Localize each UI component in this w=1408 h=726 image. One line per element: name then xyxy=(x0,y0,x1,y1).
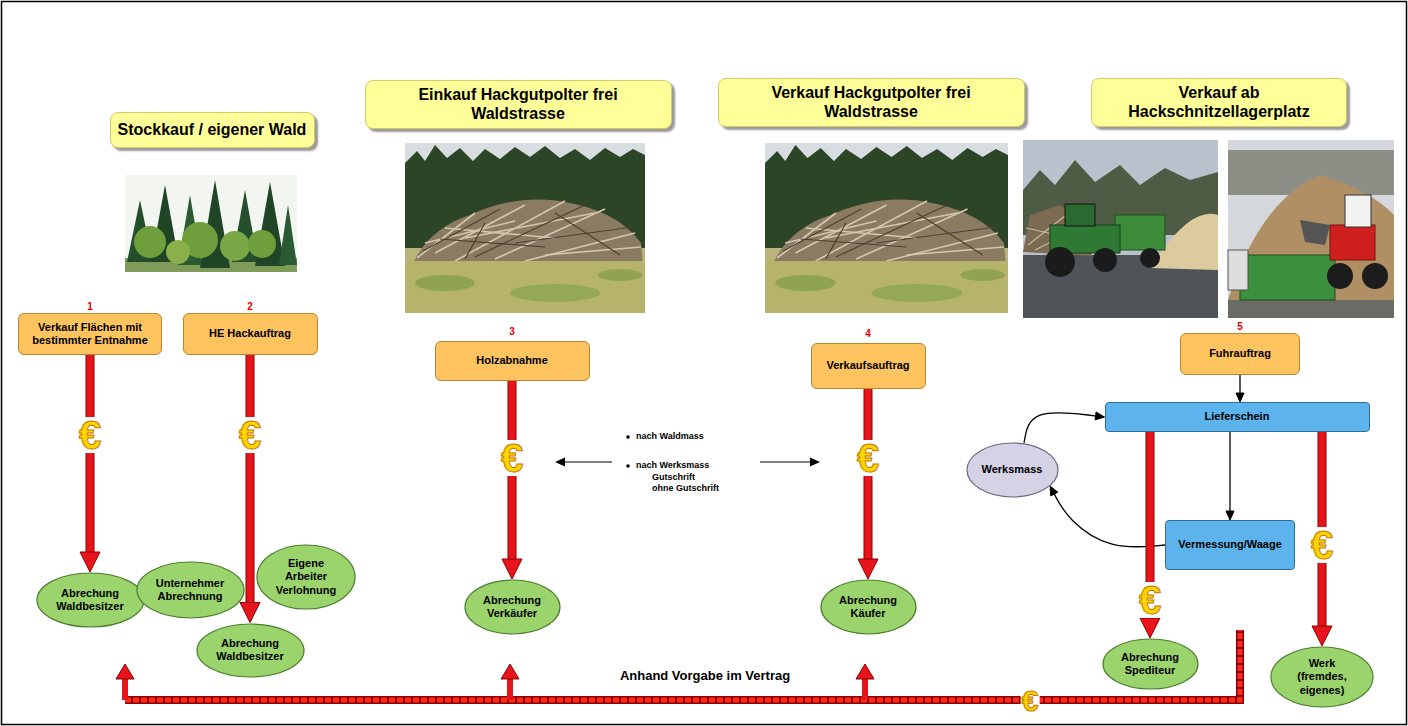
billing-ellipse: Abrechung Käufer xyxy=(820,579,917,635)
node-text: Abrechung Verkäufer xyxy=(480,594,544,620)
note-text: ohne Gutschrift xyxy=(652,484,719,494)
bullet-dot xyxy=(626,435,630,468)
storage-picture xyxy=(1228,140,1394,318)
node-text: Verkauf ab Hackschnitzellagerplatz xyxy=(1099,83,1339,121)
section-header: Einkauf Hackgutpolter frei Waldstrasse xyxy=(365,80,672,129)
node-text: Abrechung Waldbesitzer xyxy=(214,637,286,663)
billing-ellipse: Abrechung Waldbesitzer xyxy=(196,623,305,678)
node-text: Abrechung Spediteur xyxy=(1118,651,1182,677)
arrow-shaft xyxy=(247,355,254,606)
payment-arrow xyxy=(240,355,260,623)
node-text: Eigene Arbeiter Verlohnung xyxy=(273,557,339,597)
euro-symbol: € xyxy=(238,417,262,453)
node-text: Stockkauf / eigener Wald xyxy=(118,120,307,139)
ellipse-shape xyxy=(967,443,1058,497)
ellipse-shape xyxy=(257,545,355,609)
section-header: Verkauf ab Hackschnitzellagerplatz xyxy=(1091,78,1347,127)
billing-ellipse: Werk (fremdes, eigenes) xyxy=(1270,646,1374,708)
arrow-head xyxy=(502,559,522,579)
callout-number: 3 xyxy=(509,326,515,337)
flow-arrow xyxy=(1226,432,1234,520)
arrow-head xyxy=(1312,626,1332,646)
forest-picture xyxy=(125,175,297,272)
ellipse-shape xyxy=(821,580,916,634)
task-box: Holzabnahme xyxy=(435,341,590,381)
node-text: Verkauf Hackgutpolter frei Waldstrasse xyxy=(741,83,1001,121)
node-text: Verkaufsauftrag xyxy=(826,359,909,372)
ellipse-shape xyxy=(1103,639,1198,689)
task-box: Verkauf Flächen mit bestimmter Entnahme xyxy=(18,313,162,355)
node-text: Werk (fremdes, eigenes) xyxy=(1291,657,1353,697)
arrow-head xyxy=(1140,618,1160,638)
section-header: Stockkauf / eigener Wald xyxy=(110,112,315,148)
arrow-head xyxy=(1050,486,1058,496)
ellipse-shape xyxy=(137,562,244,618)
euro-symbol: € xyxy=(500,440,524,476)
euro-symbol: € xyxy=(1138,582,1162,618)
woodpile-picture xyxy=(765,143,1008,313)
note-text: nach Waldmass xyxy=(636,432,704,442)
node-text: Unternehmer Abrechnung xyxy=(154,577,226,603)
process-box: Vermessung/Waage xyxy=(1165,520,1295,570)
callout-number: 4 xyxy=(865,328,871,339)
arrow-outline xyxy=(246,355,255,606)
woodpile-picture xyxy=(405,143,645,313)
arrow-head xyxy=(858,559,878,579)
arrow-head xyxy=(1236,393,1244,402)
arrow-head xyxy=(80,552,100,572)
flow-arrow xyxy=(1024,412,1104,443)
callout-number: 1 xyxy=(87,301,93,312)
flow-arrow xyxy=(1236,375,1244,402)
arrow-head xyxy=(1226,511,1234,520)
ellipse-shape xyxy=(465,580,560,634)
billing-ellipse: Abrechung Verkäufer xyxy=(464,579,561,635)
arrow-shaft xyxy=(87,355,94,555)
task-box: Fuhrauftrag xyxy=(1180,333,1300,375)
billing-ellipse: Unternehmer Abrechnung xyxy=(136,561,245,619)
euro-symbol: € xyxy=(1310,527,1334,563)
note-text: nach Werksmass xyxy=(636,461,709,471)
billing-ellipse: Eigene Arbeiter Verlohnung xyxy=(256,544,356,610)
node-text: Vermessung/Waage xyxy=(1178,538,1282,551)
task-box: HE Hackauftrag xyxy=(183,313,318,355)
node-text: Abrechung Waldbesitzer xyxy=(54,587,126,613)
arrow-outline xyxy=(86,355,95,555)
arrow-head xyxy=(240,603,260,623)
callout-number: 5 xyxy=(1237,321,1243,332)
ellipse-shape xyxy=(37,573,144,627)
payment-arrow xyxy=(80,355,100,572)
measure-ellipse: Werksmass xyxy=(966,442,1059,498)
billing-ellipse: Abrechung Waldbesitzer xyxy=(36,572,145,628)
euro-symbol: € xyxy=(78,417,102,453)
arrow-shaft xyxy=(1239,375,1240,394)
node-text: Verkauf Flächen mit bestimmter Entnahme xyxy=(27,321,153,347)
arrow-shaft xyxy=(1229,432,1230,512)
ellipse-shape xyxy=(1271,647,1373,707)
payment-arrow xyxy=(858,389,878,579)
billing-ellipse: Abrechung Spediteur xyxy=(1102,638,1199,690)
task-box: Verkaufsauftrag xyxy=(811,343,926,389)
node-text: Lieferschein xyxy=(1205,410,1270,423)
node-text: Fuhrauftrag xyxy=(1209,347,1271,360)
note-text: Gutschrift xyxy=(652,473,695,483)
euro-symbol: € xyxy=(856,440,880,476)
callout-number: 2 xyxy=(247,301,253,312)
ellipse-shape xyxy=(197,624,304,677)
payment-arrow xyxy=(502,381,522,579)
arrow-shaft xyxy=(1024,413,1097,443)
process-box: Lieferschein xyxy=(1105,402,1370,432)
euro-symbol: € xyxy=(1021,687,1040,714)
contract-note: Anhand Vorgabe im Vertrag xyxy=(620,669,790,683)
node-text: Werksmass xyxy=(982,463,1043,476)
node-text: Holzabnahme xyxy=(476,354,548,367)
node-text: HE Hackauftrag xyxy=(209,327,291,340)
node-text: Einkauf Hackgutpolter frei Waldstrasse xyxy=(388,85,648,123)
chipping-picture xyxy=(1023,140,1218,318)
node-text: Abrechung Käufer xyxy=(836,594,900,620)
section-header: Verkauf Hackgutpolter frei Waldstrasse xyxy=(718,78,1025,127)
arrow-head xyxy=(1095,412,1104,420)
